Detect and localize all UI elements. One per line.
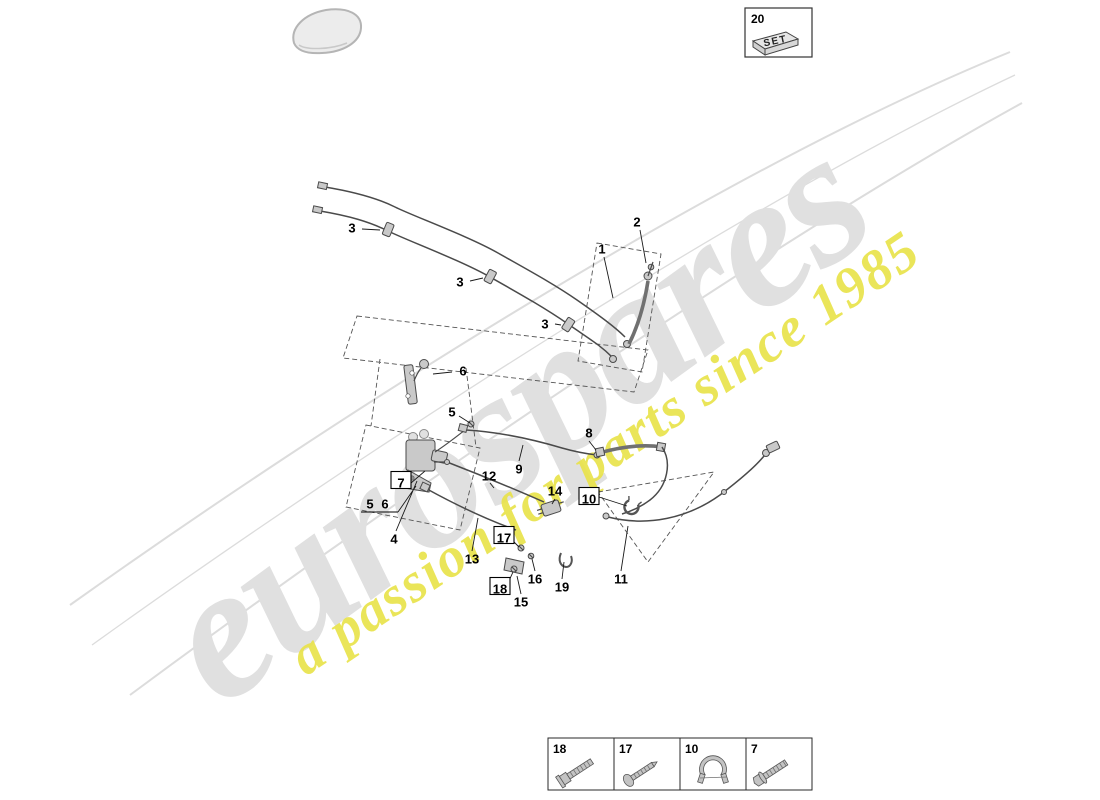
boxed-callout-10[interactable]: 10 (578, 486, 600, 507)
car-body-outline (69, 51, 1023, 696)
svg-text:3: 3 (348, 221, 355, 236)
callout-5[interactable]: 5 (448, 405, 455, 420)
callout-9[interactable]: 9 (515, 462, 522, 477)
clamp-icon (697, 755, 729, 784)
svg-text:6: 6 (381, 497, 388, 512)
bracket-part6 (403, 359, 429, 405)
svg-text:6: 6 (459, 364, 466, 379)
svg-text:17: 17 (497, 531, 511, 546)
callout-3[interactable]: 3 (348, 221, 355, 236)
callout-3[interactable]: 3 (456, 275, 463, 290)
svg-text:4: 4 (390, 532, 398, 547)
callout-8[interactable]: 8 (585, 426, 592, 441)
fastener-legend: 18 17 10 7 (547, 737, 813, 791)
callout-12[interactable]: 12 (482, 469, 496, 484)
callout-1[interactable]: 1 (598, 242, 605, 257)
set-box: 20 SET (744, 7, 813, 58)
legend-number-18: 18 (553, 742, 567, 756)
svg-text:8: 8 (585, 426, 592, 441)
svg-text:2: 2 (633, 215, 640, 230)
brake-hose-part1-2 (627, 261, 655, 345)
svg-text:15: 15 (514, 595, 528, 610)
boxed-callout-7[interactable]: 7 (390, 470, 412, 491)
clip-part19 (558, 552, 573, 569)
screw-part17 (517, 544, 525, 552)
svg-text:5: 5 (448, 405, 455, 420)
callout-16[interactable]: 16 (528, 572, 542, 587)
pipe-clip-part3 (483, 268, 497, 285)
screw-part16 (527, 552, 535, 560)
connector-part14 (536, 499, 564, 517)
set-kit-icon: SET (751, 31, 800, 56)
callout-14[interactable]: 14 (548, 484, 563, 499)
callout-11[interactable]: 11 (614, 572, 628, 587)
svg-text:18: 18 (493, 582, 507, 597)
callout-4[interactable]: 4 (390, 532, 398, 547)
legend-number-10: 10 (685, 742, 699, 756)
callout-6[interactable]: 6 (381, 497, 388, 512)
bolt-icon (555, 758, 595, 789)
svg-text:16: 16 (528, 572, 542, 587)
callout-19[interactable]: 19 (555, 580, 569, 595)
clamp-part10 (623, 495, 643, 516)
svg-text:10: 10 (582, 492, 596, 507)
pipe-clip-part3 (381, 221, 395, 238)
svg-text:11: 11 (614, 572, 628, 587)
callout-5[interactable]: 5 (366, 497, 373, 512)
callout-3[interactable]: 3 (541, 317, 548, 332)
svg-text:7: 7 (397, 476, 404, 491)
screw-part18 (510, 565, 518, 573)
set-label: SET (763, 34, 789, 50)
flange-screw-icon (752, 759, 789, 787)
svg-text:13: 13 (465, 552, 479, 567)
svg-text:3: 3 (541, 317, 548, 332)
svg-text:14: 14 (548, 484, 563, 499)
callout-13[interactable]: 13 (465, 552, 479, 567)
brake-pipe-part11 (602, 440, 781, 522)
svg-text:3: 3 (456, 275, 463, 290)
svg-text:9: 9 (515, 462, 522, 477)
dashed-group-outline (342, 242, 716, 563)
brake-pipe-part12 (444, 459, 545, 503)
legend-number-17: 17 (619, 742, 633, 756)
legend-number-7: 7 (751, 742, 758, 756)
leader-lines (361, 228, 647, 595)
screw-icon (622, 761, 658, 787)
roof-panel-part (292, 8, 363, 55)
svg-text:1: 1 (598, 242, 605, 257)
brake-hose-part8 (594, 441, 669, 515)
pipe-clip-part3 (561, 317, 576, 333)
boxed-callout-18[interactable]: 18 (489, 576, 511, 597)
callout-6[interactable]: 6 (459, 364, 466, 379)
svg-text:19: 19 (555, 580, 569, 595)
legend-cell (679, 737, 747, 791)
boxed-callout-17[interactable]: 17 (493, 525, 515, 546)
watermark-brand: eurospares (122, 95, 905, 744)
callout-20[interactable]: 20 (751, 12, 765, 26)
callout-15[interactable]: 15 (514, 595, 528, 610)
svg-text:5: 5 (366, 497, 373, 512)
svg-text:12: 12 (482, 469, 496, 484)
callout-2[interactable]: 2 (633, 215, 640, 230)
